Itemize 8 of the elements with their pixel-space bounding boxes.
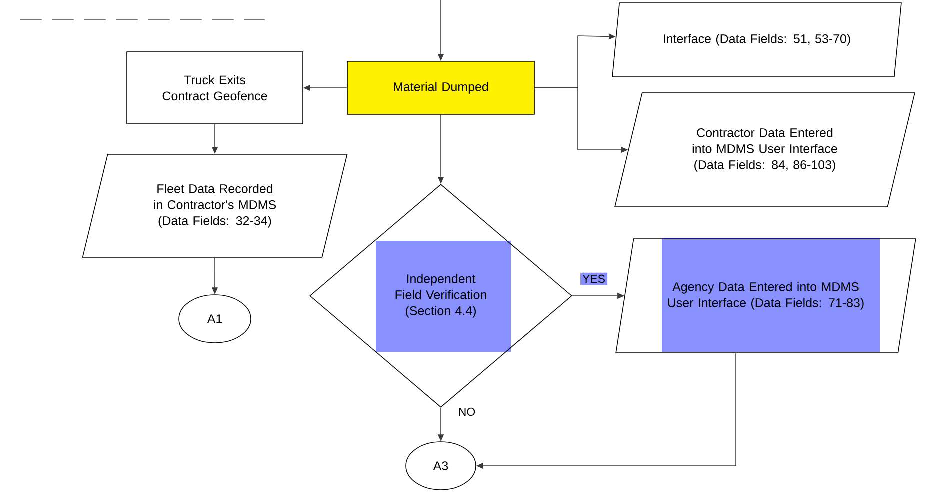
data-parallelogram: Fleet Data Recorded in Contractor's MDMS (Data Fields: 32-34) — [82, 154, 348, 258]
data-parallelogram: Agency Data Entered into MDMS User Interface (Data Fields: 71-83) — [616, 238, 916, 354]
data-parallelogram: Interface (Data Fields: 51, 53-70) — [612, 2, 902, 78]
data-parallelogram: Contractor Data Entered into MDMS User Interface (Data Fields: 84, 86-103) — [614, 92, 916, 208]
process-box: Material Dumped — [347, 61, 535, 115]
edge-label: YES — [580, 272, 608, 286]
edge-label: NO — [456, 406, 478, 418]
process-box: Truck Exits Contract Geofence — [126, 52, 304, 124]
